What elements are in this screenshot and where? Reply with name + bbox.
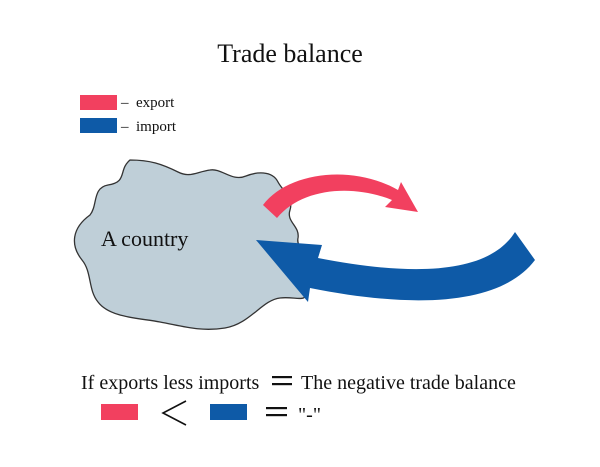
- legend-export-dash: –: [120, 95, 129, 111]
- legend-export-swatch: [80, 95, 117, 110]
- legend-export-label: export: [136, 95, 175, 111]
- legend-import-swatch: [80, 118, 117, 133]
- legend: – export – import: [80, 95, 177, 135]
- legend-import-dash: –: [120, 119, 129, 135]
- equals-sign-2: [266, 407, 287, 417]
- export-symbol: [101, 404, 138, 420]
- less-than-sign: [161, 400, 187, 426]
- import-arrow-body: [256, 232, 535, 302]
- import-arrow: [256, 232, 535, 302]
- legend-import-label: import: [136, 119, 177, 135]
- result-text: "-": [298, 404, 321, 426]
- export-arrow: [263, 174, 418, 218]
- import-symbol: [210, 404, 247, 420]
- country-label: A country: [101, 226, 188, 251]
- equation-right-text: The negative trade balance: [301, 372, 516, 394]
- equation-left-text: If exports less imports: [81, 372, 260, 394]
- export-arrow-body: [263, 174, 418, 218]
- equals-sign-1: [272, 376, 292, 386]
- diagram-title: Trade balance: [217, 39, 363, 68]
